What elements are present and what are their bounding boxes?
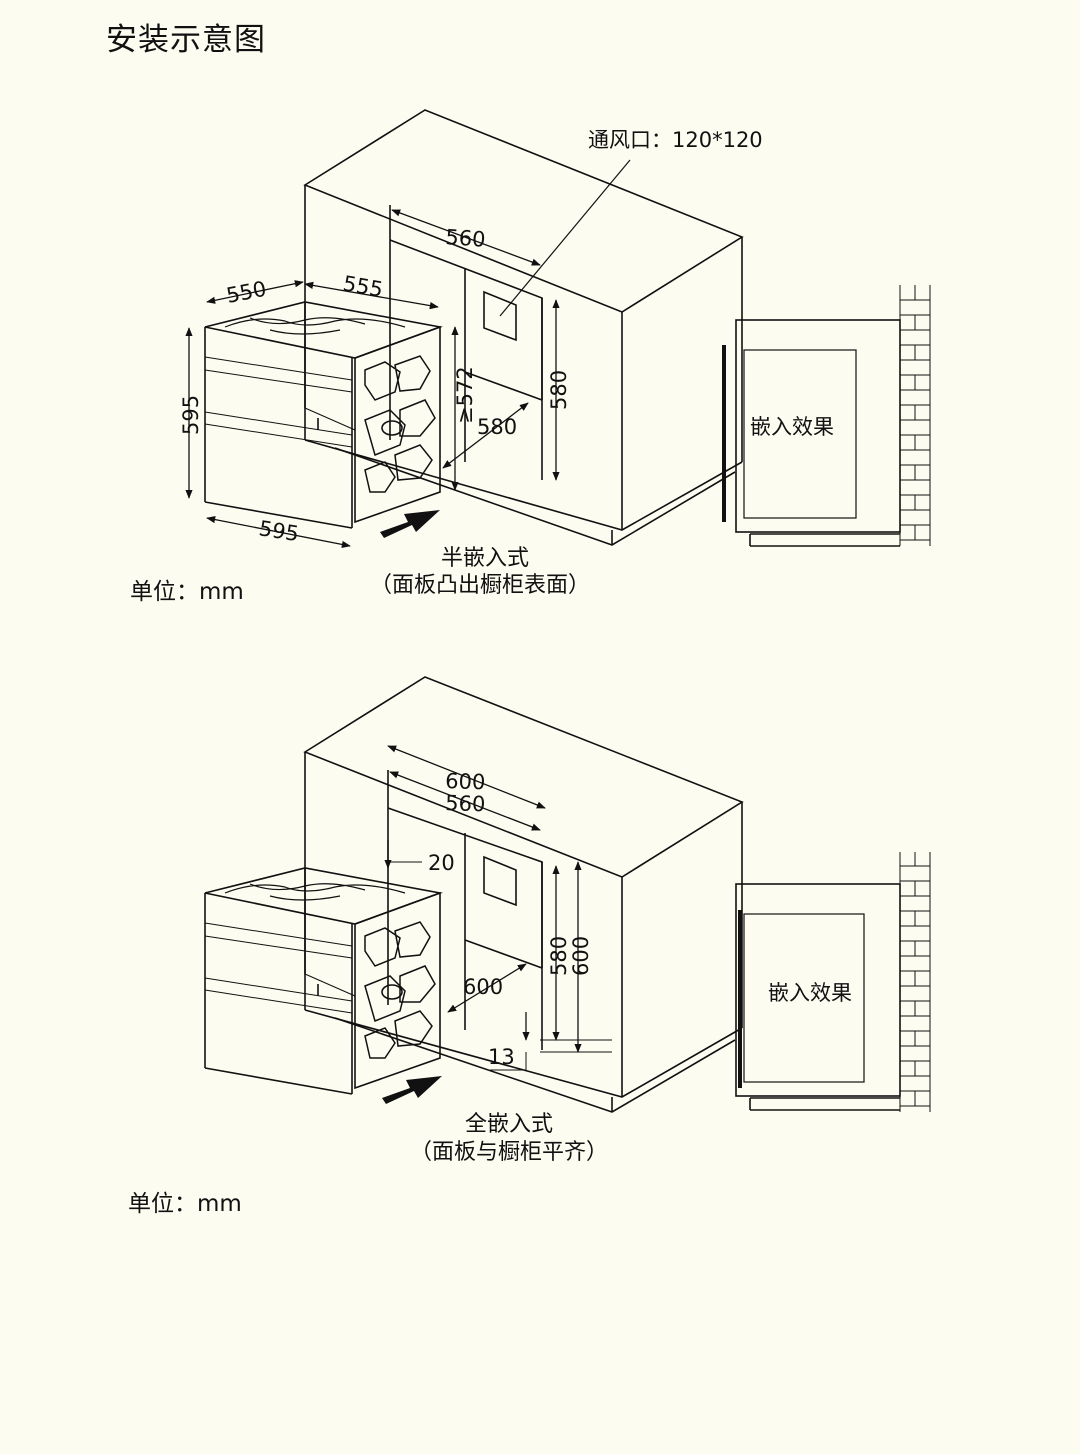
dim-580-label: 580: [547, 936, 571, 976]
oven-appliance: [204, 301, 444, 529]
vent-opening: [483, 159, 631, 342]
cabinet: [303, 109, 744, 546]
mode-title: 全嵌入式: [465, 1112, 553, 1137]
dim-20-label: 20: [428, 851, 455, 875]
semi-embedded-diagram: 通风口：120*120 550 555 560 580 ≥572 580 595…: [179, 109, 931, 598]
dim-550-label: 550: [224, 277, 268, 308]
effect-label: 嵌入效果: [750, 415, 834, 439]
embedded-effect-view: [722, 285, 931, 547]
cabinet: [303, 676, 744, 1113]
vent-label: 通风口：120*120: [588, 128, 763, 152]
dim-580-depth-label: 580: [477, 415, 517, 439]
dim-560-label: 560: [445, 225, 487, 252]
dim-600-vertical-label: 600: [569, 936, 593, 976]
dim-572-label: ≥572: [453, 366, 477, 424]
dim-560-label: 560: [445, 791, 486, 816]
dim-555-label: 555: [341, 271, 385, 302]
dim-580-vertical-label: 580: [547, 370, 571, 410]
dim-595-width-label: 595: [257, 516, 300, 546]
dim-595-height-label: 595: [179, 395, 203, 435]
dim-600-top-label: 600: [445, 769, 486, 794]
unit-label: 单位：mm: [130, 579, 244, 605]
embedded-effect-view: [735, 852, 931, 1112]
push-arrow: [382, 1076, 442, 1104]
wall-bricks: [899, 852, 931, 1112]
dim-600-depth-label: 600: [463, 975, 503, 999]
push-arrow: [380, 510, 440, 538]
mode-note: （面板凸出橱柜表面）: [370, 573, 590, 598]
vent-opening: [483, 855, 517, 907]
effect-label: 嵌入效果: [768, 981, 852, 1005]
dimension-lines: [185, 209, 560, 548]
dim-13-label: 13: [488, 1045, 515, 1069]
wall-bricks: [899, 285, 931, 546]
mode-note: （面板与橱柜平齐）: [410, 1140, 608, 1165]
oven-appliance: [204, 867, 444, 1095]
dimension-lines: [384, 745, 612, 1071]
page-title: 安装示意图: [106, 22, 266, 58]
fully-embedded-diagram: 600 560 20 580 600 600 13 嵌入效果 全嵌入式 （面板与…: [204, 676, 931, 1165]
unit-label: 单位：mm: [128, 1191, 242, 1217]
mode-title: 半嵌入式: [441, 546, 529, 571]
